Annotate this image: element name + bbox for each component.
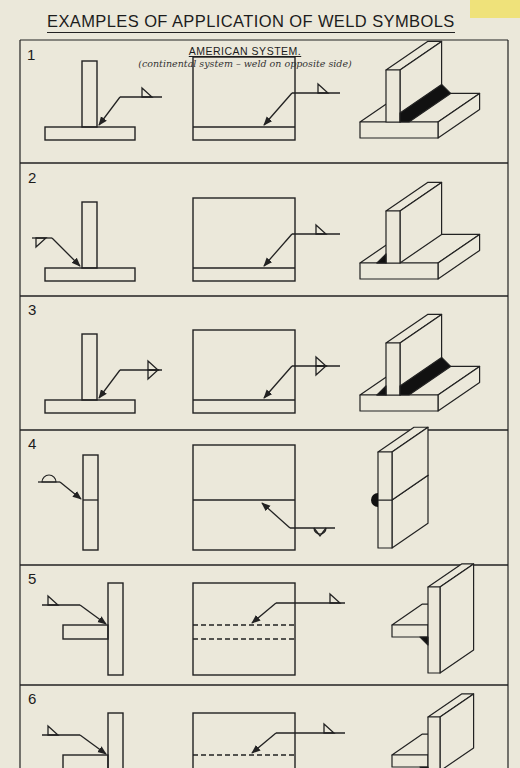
fillet-symbol — [324, 724, 334, 733]
plate-front — [428, 717, 440, 768]
plate-side — [438, 234, 480, 279]
row-number: 6 — [28, 690, 36, 707]
plate — [83, 455, 98, 550]
plate-front — [378, 452, 392, 500]
plate-front — [360, 122, 438, 138]
row-number: 2 — [28, 169, 36, 186]
plate-side — [438, 366, 480, 411]
plan-outline — [193, 57, 295, 140]
weld-bead — [400, 357, 451, 395]
weld-bead — [377, 254, 386, 263]
branch-plate — [63, 755, 108, 768]
leader-arrow — [262, 503, 290, 528]
row-number: 3 — [28, 301, 36, 318]
plate-front — [378, 500, 392, 548]
row-rule — [20, 162, 508, 164]
fillet-symbol — [318, 84, 328, 93]
fillet-symbol — [316, 225, 326, 234]
fillet-symbol — [316, 366, 326, 375]
plate-side — [440, 564, 474, 673]
leader-arrow — [252, 603, 276, 623]
web-plate — [82, 334, 97, 400]
reference-line — [290, 527, 335, 528]
row-number: 4 — [28, 435, 36, 452]
system-heading: AMERICAN SYSTEM. — [189, 45, 301, 57]
row-rule — [20, 429, 508, 431]
leader-arrow — [252, 733, 276, 753]
row-number: 5 — [28, 570, 36, 587]
leader-arrow — [80, 735, 106, 754]
plate-front — [386, 343, 400, 395]
fillet-symbol — [48, 596, 58, 605]
weld-bead — [400, 84, 451, 122]
weld-bead — [420, 637, 428, 645]
row-rule — [20, 564, 508, 566]
weld-bead — [377, 386, 386, 395]
reference-line — [120, 96, 162, 97]
web-plate — [82, 61, 97, 127]
plate-front — [386, 211, 400, 263]
hidden-edge — [193, 754, 295, 755]
frame-line — [19, 40, 20, 768]
leader-arrow — [99, 97, 120, 125]
plate-edge — [193, 399, 295, 400]
base-plate — [45, 400, 135, 413]
reference-line — [292, 92, 340, 93]
web-plate — [82, 202, 97, 268]
frame-line — [507, 40, 508, 768]
plan-outline — [193, 713, 295, 768]
leader-arrow — [52, 238, 80, 266]
hidden-edge — [193, 638, 295, 639]
base-plate — [45, 268, 135, 281]
fillet-symbol — [148, 370, 158, 379]
hidden-edge — [193, 624, 295, 625]
tape-patch — [470, 0, 520, 18]
fillet-symbol — [148, 361, 158, 370]
sheet-title: EXAMPLES OF APPLICATION OF WELD SYMBOLS — [47, 12, 455, 33]
backing-weld-symbol — [42, 475, 56, 482]
leader-arrow — [99, 370, 120, 398]
plate-front — [392, 625, 428, 637]
fillet-symbol — [36, 238, 46, 247]
branch-plate — [63, 625, 108, 639]
leader-arrow — [80, 605, 106, 624]
plate-front — [428, 587, 440, 673]
weld-symbol — [314, 528, 326, 536]
plate-joint — [83, 499, 98, 500]
row-rule — [20, 684, 508, 686]
plate-edge — [193, 267, 295, 268]
row-rule — [20, 295, 508, 297]
plan-outline — [193, 583, 295, 675]
plate-side — [400, 182, 442, 263]
plate — [108, 713, 123, 768]
handwritten-note: (continental system – weld on opposite s… — [138, 58, 352, 69]
plate-front — [386, 70, 400, 122]
weld-bead — [420, 767, 428, 768]
leader-arrow — [264, 234, 292, 266]
plate-front — [360, 395, 438, 411]
plan-outline — [193, 445, 295, 550]
plan-outline — [193, 330, 295, 413]
leader-arrow — [264, 93, 292, 125]
plate-front — [360, 263, 438, 279]
plate-side — [392, 427, 428, 500]
plate-side — [438, 93, 480, 138]
fillet-symbol — [316, 357, 326, 366]
plan-outline — [193, 198, 295, 281]
base-plate — [45, 127, 135, 140]
plate-edge — [193, 499, 295, 500]
weld-bead — [371, 493, 378, 507]
row-rule — [20, 39, 508, 40]
fillet-symbol — [330, 594, 340, 603]
plate-side — [440, 694, 474, 768]
plate-edge — [193, 126, 295, 127]
plate — [108, 583, 123, 675]
leader-arrow — [264, 366, 292, 398]
row-number: 1 — [27, 46, 35, 63]
fillet-symbol — [142, 88, 152, 97]
leader-arrow — [60, 482, 81, 499]
fillet-symbol — [48, 726, 58, 735]
plate-front — [392, 755, 428, 767]
